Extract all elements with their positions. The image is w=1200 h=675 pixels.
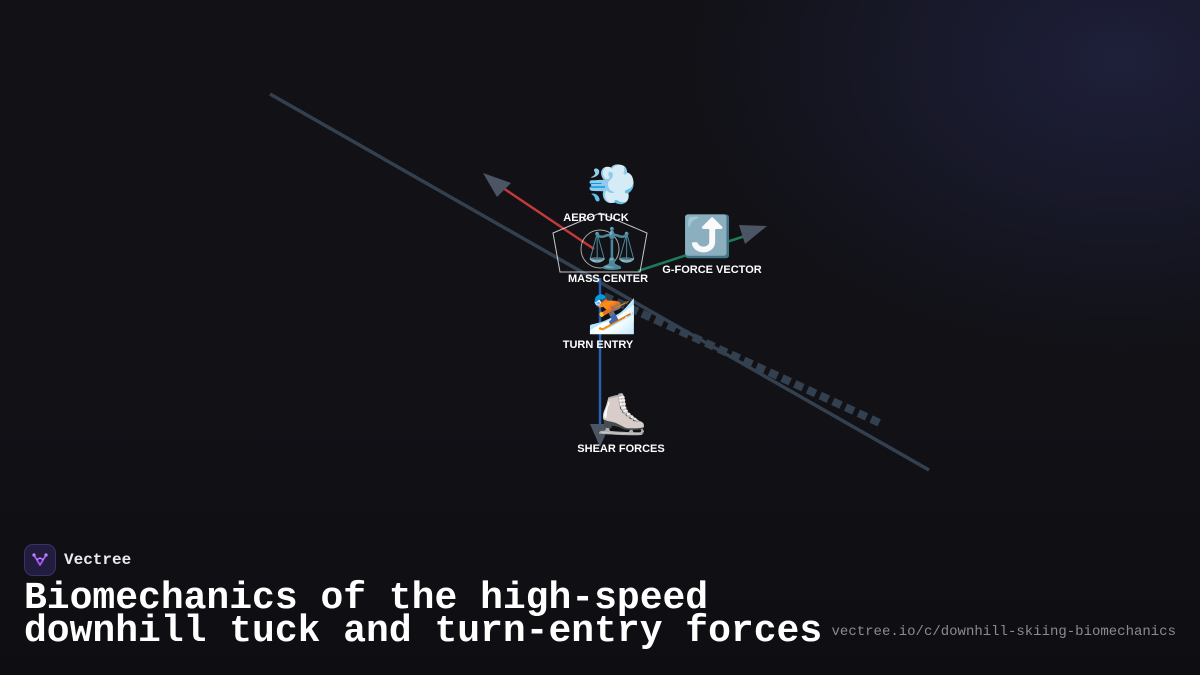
wind-gust-icon: 💨 — [587, 162, 637, 208]
mass-center-ring — [580, 229, 620, 269]
node-label-turn-entry: TURN ENTRY — [563, 339, 634, 351]
node-label-mass-center: MASS CENTER — [568, 273, 648, 285]
ski-boot-icon: ⛸️ — [597, 391, 647, 438]
node-label-g-force-vector: G-FORCE VECTOR — [662, 264, 761, 276]
edge-aero-tuck — [502, 186, 595, 251]
arrowhead-g-force-vector — [739, 225, 767, 244]
brand-name: Vectree — [64, 551, 132, 569]
turn-trajectory-dashed — [602, 292, 884, 428]
node-mass-center[interactable]: ⚖️ MASS CENTER — [568, 225, 648, 285]
title-line-2: downhill tuck and turn-entry forces — [24, 610, 823, 653]
node-label-aero-tuck: AERO TUCK — [563, 212, 628, 224]
balance-scale-icon: ⚖️ — [587, 225, 637, 272]
arrowhead-aero-tuck — [483, 173, 511, 197]
node-shear-forces[interactable]: ⛸️ SHEAR FORCES — [577, 391, 664, 455]
vectree-tree-logo-icon[interactable] — [24, 544, 56, 576]
up-right-arrow-icon: ⤴️ — [682, 213, 732, 260]
page-title: Biomechanics of the high-speed downhill … — [24, 580, 824, 651]
arrowhead-shear-forces — [590, 424, 610, 447]
edge-g-force-vector — [637, 234, 746, 273]
mass-center-outline — [552, 212, 648, 273]
skier-icon: ⛷️ — [587, 290, 637, 336]
node-turn-entry[interactable]: ⛷️ TURN ENTRY — [563, 290, 637, 351]
title-line-1: Biomechanics of the high-speed — [24, 577, 709, 620]
brand: Vectree — [24, 544, 131, 576]
node-g-force-vector[interactable]: ⤴️ G-FORCE VECTOR — [662, 213, 761, 276]
node-aero-tuck[interactable]: 💨 AERO TUCK — [563, 162, 637, 224]
source-url[interactable]: vectree.io/c/downhill-skiing-biomechanic… — [831, 624, 1176, 640]
node-label-shear-forces: SHEAR FORCES — [577, 443, 664, 455]
